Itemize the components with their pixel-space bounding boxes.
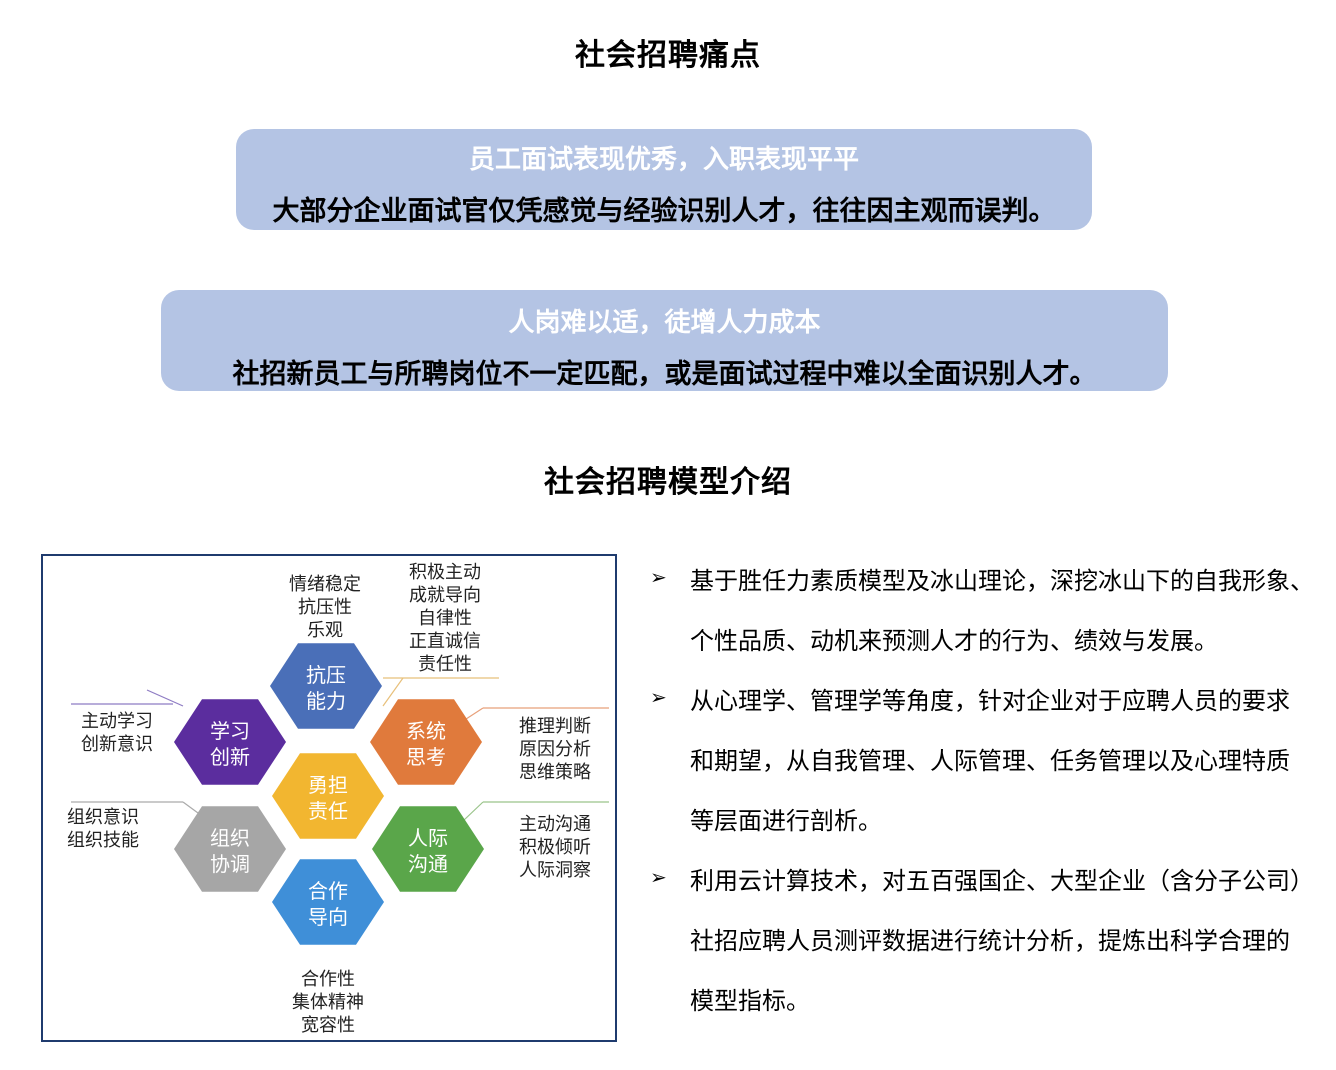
trait-label-top-right: 自律性 [418, 608, 472, 629]
trait-label-left-upper: 主动学习 [81, 711, 153, 732]
hexagon-label: 责任 [308, 799, 348, 823]
trait-label-bottom: 合作性 [301, 969, 355, 990]
trait-label-right-lower: 积极倾听 [519, 837, 591, 858]
trait-label-left-upper: 创新意识 [81, 734, 153, 755]
hexagon-6 [372, 806, 484, 892]
trait-label-left-lower: 组织意识 [67, 807, 139, 828]
list-item-text: 模型指标。 [690, 987, 810, 1015]
hexagon-label: 导向 [308, 905, 348, 929]
trait-label-left-lower: 组织技能 [67, 830, 139, 851]
hexagon-label: 创新 [210, 745, 250, 769]
hexagon-label: 合作 [308, 879, 348, 903]
trait-label-top-center: 抗压性 [298, 597, 352, 618]
hexagon-3 [370, 699, 482, 785]
section-title-pain-points: 社会招聘痛点 [575, 38, 761, 73]
hexagon-7 [272, 859, 384, 945]
trait-label-right-lower: 主动沟通 [519, 814, 591, 835]
trait-label-right-upper: 推理判断 [519, 716, 591, 737]
list-item-text: 基于胜任力素质模型及冰山理论，深挖冰山下的自我形象、 [690, 567, 1314, 595]
hexagon-4 [272, 753, 384, 839]
hexagon-label: 能力 [306, 689, 346, 713]
pain-point-heading: 员工面试表现优秀，入职表现平平 [468, 145, 859, 175]
list-item-text: 和期望，从自我管理、人际管理、任务管理以及心理特质 [690, 747, 1290, 775]
trait-label-top-right: 责任性 [418, 654, 472, 675]
trait-label-bottom: 集体精神 [292, 992, 364, 1013]
bullet-arrow-icon: ➢ [650, 565, 667, 589]
pain-point-card-1: 员工面试表现优秀，入职表现平平 大部分企业面试官仅凭感觉与经验识别人才，往往因主… [236, 129, 1092, 230]
trait-label-top-center: 乐观 [307, 620, 343, 641]
trait-label-right-upper: 原因分析 [519, 739, 591, 760]
bullet-arrow-icon: ➢ [650, 865, 667, 889]
hexagon-2 [174, 699, 286, 785]
hexagon-label: 沟通 [408, 852, 448, 876]
trait-label-top-right: 正直诚信 [409, 631, 481, 652]
hexagon-5 [174, 806, 286, 892]
section-title-model-intro: 社会招聘模型介绍 [544, 465, 792, 500]
hexagon-label: 抗压 [306, 663, 346, 687]
trait-label-bottom: 宽容性 [301, 1015, 355, 1036]
hexagon-label: 协调 [210, 852, 250, 876]
hexagon-label: 学习 [210, 719, 250, 743]
trait-label-top-center: 情绪稳定 [289, 574, 361, 595]
trait-label-right-upper: 思维策略 [519, 762, 591, 783]
hexagon-label: 人际 [408, 826, 448, 850]
bullet-arrow-icon: ➢ [650, 685, 667, 709]
pain-point-description: 社招新员工与所聘岗位不一定匹配，或是面试过程中难以全面识别人才。 [232, 359, 1097, 390]
competency-model-diagram: 抗压能力学习创新 系统思考勇担责任组织协调 人际沟通合作导向 情绪稳定抗压性乐观 积极主… [41, 554, 617, 1042]
list-item-text: 个性品质、动机来预测人才的行为、绩效与发展。 [690, 627, 1218, 655]
trait-label-top-right: 积极主动 [409, 562, 481, 583]
pain-point-heading: 人岗难以适，徒增人力成本 [508, 308, 821, 338]
list-item-text: 利用云计算技术，对五百强国企、大型企业（含分子公司） [690, 867, 1314, 895]
hexagon-label: 勇担 [308, 773, 348, 797]
list-item-text: 等层面进行剖析。 [690, 807, 882, 835]
hexagon-1 [270, 643, 382, 729]
hexagon-label: 组织 [210, 826, 250, 850]
trait-label-right-lower: 人际洞察 [519, 860, 591, 881]
pain-point-card-2: 人岗难以适，徒增人力成本 社招新员工与所聘岗位不一定匹配，或是面试过程中难以全面… [161, 290, 1168, 391]
pain-point-description: 大部分企业面试官仅凭感觉与经验识别人才，往往因主观而误判。 [272, 196, 1056, 227]
trait-label-top-right: 成就导向 [409, 585, 481, 606]
list-item-text: 社招应聘人员测评数据进行统计分析，提炼出科学合理的 [690, 927, 1290, 955]
hexagon-label: 思考 [406, 745, 446, 769]
list-item-text: 从心理学、管理学等角度，针对企业对于应聘人员的要求 [690, 687, 1290, 715]
hexagon-label: 系统 [406, 719, 446, 743]
